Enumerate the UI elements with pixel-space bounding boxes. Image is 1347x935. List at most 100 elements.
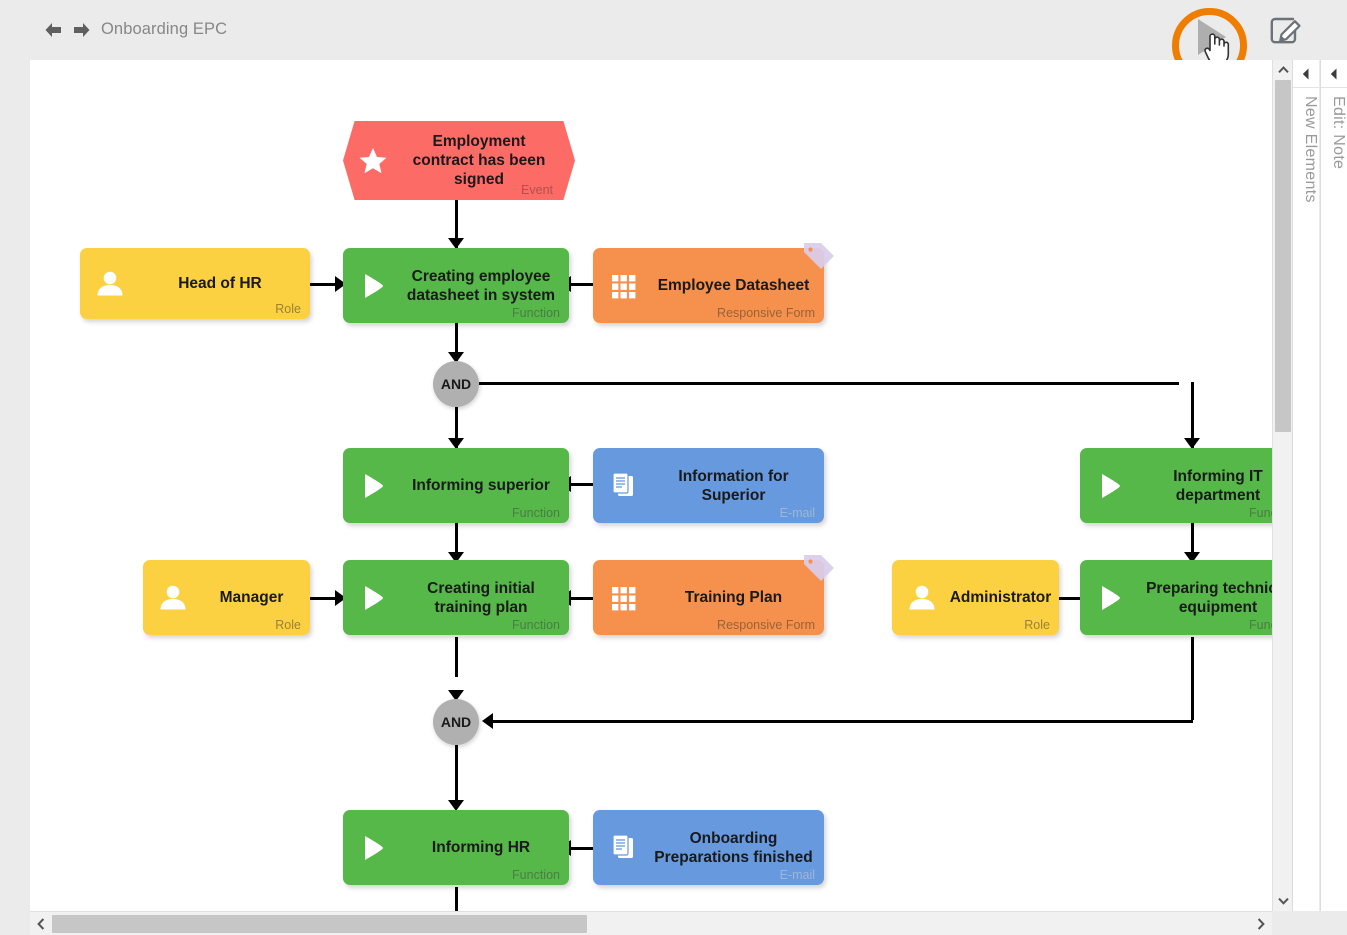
person-icon: [156, 581, 190, 615]
connector: [490, 720, 1193, 723]
connector: [1191, 523, 1194, 567]
chevron-left-icon[interactable]: [1321, 60, 1347, 88]
diagram-node-function[interactable]: Creating initial training plan Function: [343, 560, 569, 635]
play-triangle-icon: [1093, 469, 1127, 503]
diagram-node-role[interactable]: Manager Role: [143, 560, 310, 635]
diagram-node-function[interactable]: Informing IT department Function: [1080, 448, 1272, 523]
node-title: Onboarding Preparations finished: [654, 829, 813, 866]
node-stereotype: Function: [512, 618, 560, 632]
node-title: Informing HR: [431, 839, 531, 856]
connector: [1058, 597, 1096, 600]
node-stereotype: E-mail: [779, 506, 815, 520]
connector: [455, 200, 458, 250]
node-stereotype: E-mail: [779, 868, 815, 882]
arrowhead: [1184, 438, 1200, 449]
connector: [479, 382, 1179, 385]
arrowhead: [448, 690, 464, 701]
node-title: Administrator: [949, 589, 1052, 606]
chevron-right-icon[interactable]: [1250, 912, 1272, 935]
diagram-node-function[interactable]: Creating employee datasheet in system Fu…: [343, 248, 569, 323]
horizontal-scrollbar-thumb[interactable]: [52, 915, 587, 933]
chevron-down-icon[interactable]: [1273, 891, 1293, 911]
chevron-up-icon[interactable]: [1273, 60, 1293, 80]
diagram-node-function[interactable]: Informing superior Function: [343, 448, 569, 523]
connector: [560, 847, 598, 850]
chevron-left-icon[interactable]: [30, 912, 52, 935]
diagram-node-responsive-form[interactable]: Employee Datasheet Responsive Form: [593, 243, 834, 323]
node-title: Employee Datasheet: [657, 277, 810, 294]
diagram-node-role[interactable]: Administrator Role: [892, 560, 1059, 635]
node-title: Employment contract has been signed: [412, 133, 546, 188]
play-triangle-icon: [356, 469, 390, 503]
panel-label: Edit: Note: [1330, 96, 1347, 170]
node-title: Head of HR: [178, 275, 262, 292]
panel-edit-note[interactable]: Edit: Note: [1320, 60, 1347, 911]
connector: [560, 597, 598, 600]
diagram-node-responsive-form[interactable]: Training Plan Responsive Form: [593, 555, 834, 635]
node-stereotype: Role: [275, 618, 301, 632]
diagram-node-function[interactable]: Informing HR Function: [343, 810, 569, 885]
diagram-node-email[interactable]: Information for Superior E-mail: [593, 448, 824, 523]
node-stereotype: Function: [512, 306, 560, 320]
breadcrumb[interactable]: Onboarding EPC: [101, 20, 228, 38]
node-title: Information for Superior: [678, 467, 789, 504]
top-toolbar: Onboarding EPC: [0, 0, 1347, 83]
arrowhead: [1184, 552, 1200, 563]
connector: [310, 597, 350, 600]
connector: [455, 323, 458, 361]
edit-button[interactable]: [1268, 14, 1306, 48]
horizontal-scrollbar[interactable]: [30, 911, 1272, 935]
documents-icon: [606, 831, 640, 865]
node-title: Informing superior: [412, 477, 550, 494]
node-title: Preparing technical equipment: [1146, 579, 1272, 616]
arrowhead: [335, 590, 346, 606]
grid-icon: [606, 581, 640, 615]
node-stereotype: Responsive Form: [717, 618, 815, 632]
panel-new-elements[interactable]: New Elements: [1292, 60, 1319, 911]
gateway-label: AND: [440, 714, 472, 730]
play-triangle-icon: [356, 269, 390, 303]
diagram-node-event[interactable]: Employment contract has been signed Even…: [343, 121, 575, 200]
gateway-and[interactable]: AND: [433, 361, 479, 407]
forward-arrow-icon[interactable]: [71, 19, 93, 41]
connector: [1191, 382, 1194, 452]
node-title: Informing IT department: [1173, 467, 1263, 504]
connector: [560, 283, 598, 286]
node-stereotype: Function: [512, 868, 560, 882]
node-stereotype: Function: [1249, 506, 1272, 520]
connector: [1191, 637, 1194, 720]
node-stereotype: Role: [1024, 618, 1050, 632]
arrowhead: [335, 276, 346, 292]
gateway-label: AND: [440, 376, 472, 392]
connector: [560, 483, 598, 486]
arrowhead: [448, 438, 464, 449]
node-title: Creating initial training plan: [427, 579, 535, 616]
diagram-node-role[interactable]: Head of HR Role: [80, 248, 310, 319]
connector: [310, 283, 350, 286]
vertical-scrollbar[interactable]: [1272, 60, 1292, 911]
documents-icon: [606, 469, 640, 503]
play-triangle-icon: [356, 831, 390, 865]
back-arrow-icon[interactable]: [42, 19, 64, 41]
connector: [455, 637, 458, 677]
vertical-scrollbar-thumb[interactable]: [1275, 80, 1291, 432]
arrowhead: [448, 800, 464, 811]
node-stereotype: Event: [521, 183, 553, 197]
panel-label: New Elements: [1302, 96, 1319, 203]
diagram-node-function[interactable]: Preparing technical equipment Function: [1080, 560, 1272, 635]
gateway-and[interactable]: AND: [433, 699, 479, 745]
node-stereotype: Role: [275, 302, 301, 316]
chevron-left-icon[interactable]: [1293, 60, 1319, 88]
person-icon: [905, 581, 939, 615]
diagram-canvas[interactable]: Employment contract has been signed Even…: [30, 60, 1272, 911]
node-stereotype: Function: [512, 506, 560, 520]
node-title: Manager: [219, 589, 284, 606]
connector: [455, 887, 458, 911]
node-stereotype: Responsive Form: [717, 306, 815, 320]
play-triangle-icon: [356, 581, 390, 615]
arrowhead: [448, 352, 464, 363]
node-title: Training Plan: [684, 589, 783, 606]
diagram-node-email[interactable]: Onboarding Preparations finished E-mail: [593, 810, 824, 885]
arrowhead: [448, 552, 464, 563]
